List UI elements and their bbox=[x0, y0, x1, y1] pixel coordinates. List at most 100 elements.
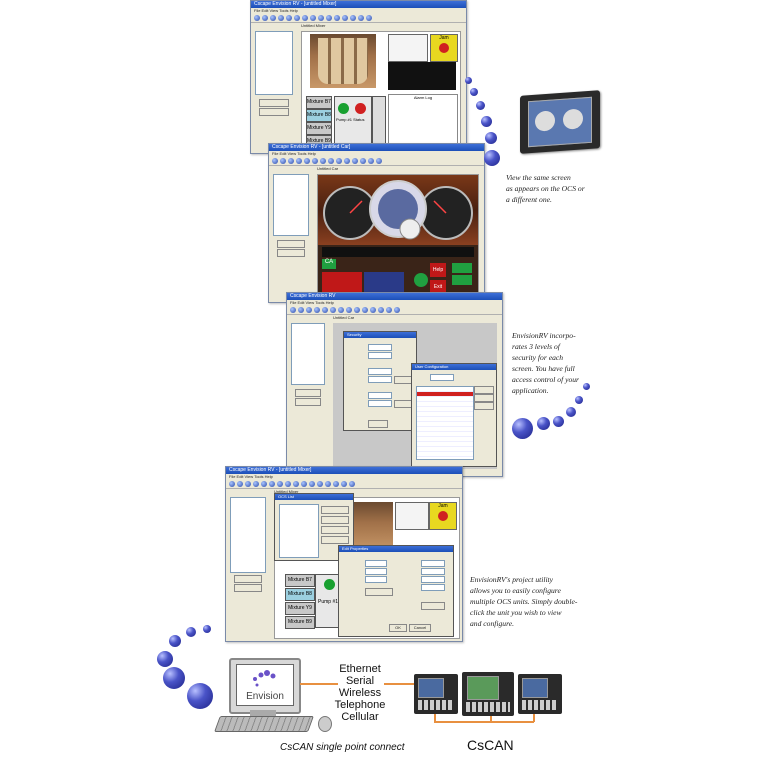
dialog-button[interactable] bbox=[474, 394, 494, 402]
property-field[interactable] bbox=[421, 568, 445, 575]
project-tree[interactable] bbox=[230, 497, 266, 573]
selected-row[interactable] bbox=[417, 392, 473, 396]
stop-button-icon[interactable] bbox=[355, 103, 366, 114]
toolbar-button-icon[interactable] bbox=[286, 14, 292, 21]
document-tab[interactable]: Untitled Car bbox=[333, 315, 355, 320]
toolbar-button-icon[interactable] bbox=[346, 306, 352, 313]
project-tree[interactable] bbox=[291, 323, 325, 385]
dialog-button[interactable] bbox=[321, 506, 349, 514]
project-tree[interactable] bbox=[273, 174, 309, 236]
menu-bar[interactable]: File Edit View Tools Help bbox=[287, 300, 502, 305]
dialog-button[interactable] bbox=[321, 516, 349, 524]
menu-bar[interactable]: File Edit View Tools Help bbox=[226, 474, 462, 479]
toolbar-button-icon[interactable] bbox=[245, 480, 251, 487]
toolbar-button-icon[interactable] bbox=[342, 14, 348, 21]
toolbar-button-icon[interactable] bbox=[288, 157, 294, 164]
project-tree[interactable] bbox=[255, 31, 293, 95]
green-start-button-icon[interactable] bbox=[414, 273, 428, 287]
toolbar-button-icon[interactable] bbox=[317, 480, 323, 487]
security-field[interactable] bbox=[368, 344, 392, 351]
mixture-button[interactable]: Mixture B7 bbox=[306, 96, 332, 109]
toolbar-button-icon[interactable] bbox=[318, 14, 324, 21]
toolbar-button-icon[interactable] bbox=[333, 480, 339, 487]
tree-button[interactable] bbox=[259, 108, 289, 116]
toolbar-button-icon[interactable] bbox=[350, 14, 356, 21]
mixture-button[interactable]: Mixture B9 bbox=[285, 616, 315, 629]
toolbar-button-icon[interactable] bbox=[280, 157, 286, 164]
ocs-list[interactable] bbox=[279, 504, 319, 558]
property-field[interactable] bbox=[421, 576, 445, 583]
mixture-button[interactable]: Mixture B7 bbox=[285, 574, 315, 587]
tree-button[interactable] bbox=[295, 389, 321, 397]
toolbar-button-icon[interactable] bbox=[336, 157, 342, 164]
mixture-button[interactable]: Mixture B8 bbox=[306, 109, 332, 122]
toolbar-button-icon[interactable] bbox=[270, 14, 276, 21]
tree-button[interactable] bbox=[277, 249, 305, 257]
menu-bar[interactable]: File Edit View Tools Help bbox=[251, 8, 466, 13]
toolbar-button-icon[interactable] bbox=[376, 157, 382, 164]
dialog-button[interactable] bbox=[321, 536, 349, 544]
toolbar-button-icon[interactable] bbox=[269, 480, 275, 487]
toolbar-button-icon[interactable] bbox=[229, 480, 235, 487]
toolbar-button-icon[interactable] bbox=[296, 157, 302, 164]
slider-panel[interactable] bbox=[372, 96, 386, 148]
toolbar-button-icon[interactable] bbox=[366, 14, 372, 21]
toolbar-button-icon[interactable] bbox=[326, 14, 332, 21]
toolbar-button-icon[interactable] bbox=[325, 480, 331, 487]
toolbar-button-icon[interactable] bbox=[368, 157, 374, 164]
document-tab[interactable]: Untitled Car bbox=[317, 166, 339, 171]
toolbar-button-icon[interactable] bbox=[302, 14, 308, 21]
toolbar-button-icon[interactable] bbox=[285, 480, 291, 487]
toolbar-button-icon[interactable] bbox=[362, 306, 368, 313]
nav-arrow-icon[interactable] bbox=[452, 275, 472, 285]
property-field[interactable] bbox=[365, 568, 387, 575]
dialog-button[interactable] bbox=[421, 602, 445, 610]
toolbar-button-icon[interactable] bbox=[310, 14, 316, 21]
toolbar-button-icon[interactable] bbox=[278, 14, 284, 21]
toolbar-button-icon[interactable] bbox=[349, 480, 355, 487]
tree-button[interactable] bbox=[234, 575, 262, 583]
dialog-ok-button[interactable] bbox=[368, 420, 388, 428]
nav-arrow-icon[interactable] bbox=[452, 263, 472, 273]
toolbar-button-icon[interactable] bbox=[360, 157, 366, 164]
toolbar-button-icon[interactable] bbox=[293, 480, 299, 487]
toolbar-button-icon[interactable] bbox=[370, 306, 376, 313]
tree-button[interactable] bbox=[277, 240, 305, 248]
dialog-button[interactable] bbox=[321, 526, 349, 534]
cancel-button[interactable]: Cancel bbox=[409, 624, 431, 632]
toolbar-button-icon[interactable] bbox=[352, 157, 358, 164]
toolbar-button-icon[interactable] bbox=[344, 157, 350, 164]
security-field[interactable] bbox=[368, 376, 392, 383]
toolbar-button-icon[interactable] bbox=[306, 306, 312, 313]
toolbar-button-icon[interactable] bbox=[298, 306, 304, 313]
tree-button[interactable] bbox=[295, 398, 321, 406]
property-field[interactable] bbox=[365, 560, 387, 567]
start-button-icon[interactable] bbox=[338, 103, 349, 114]
toolbar-button-icon[interactable] bbox=[272, 157, 278, 164]
user-field[interactable] bbox=[430, 374, 454, 381]
tree-button[interactable] bbox=[234, 584, 262, 592]
toolbar-button-icon[interactable] bbox=[338, 306, 344, 313]
help-button[interactable]: Help bbox=[430, 263, 446, 277]
property-field[interactable] bbox=[421, 560, 445, 567]
start-button-icon[interactable] bbox=[324, 579, 335, 590]
toolbar-button-icon[interactable] bbox=[294, 14, 300, 21]
toolbar-button-icon[interactable] bbox=[322, 306, 328, 313]
toolbar-button-icon[interactable] bbox=[394, 306, 400, 313]
mixture-button[interactable]: Mixture B8 bbox=[285, 588, 315, 601]
dialog-button[interactable] bbox=[365, 588, 393, 596]
toolbar-button-icon[interactable] bbox=[386, 306, 392, 313]
toolbar-button-icon[interactable] bbox=[328, 157, 334, 164]
user-table[interactable] bbox=[416, 386, 474, 460]
toolbar-button-icon[interactable] bbox=[262, 14, 268, 21]
toolbar-button-icon[interactable] bbox=[301, 480, 307, 487]
toolbar-button-icon[interactable] bbox=[253, 480, 259, 487]
toolbar-button-icon[interactable] bbox=[330, 306, 336, 313]
toolbar-button-icon[interactable] bbox=[304, 157, 310, 164]
mixture-button[interactable]: Mixture Y9 bbox=[285, 602, 315, 615]
toolbar-button-icon[interactable] bbox=[341, 480, 347, 487]
toolbar-button-icon[interactable] bbox=[314, 306, 320, 313]
toolbar-button-icon[interactable] bbox=[320, 157, 326, 164]
toolbar-button-icon[interactable] bbox=[358, 14, 364, 21]
toolbar-button-icon[interactable] bbox=[354, 306, 360, 313]
